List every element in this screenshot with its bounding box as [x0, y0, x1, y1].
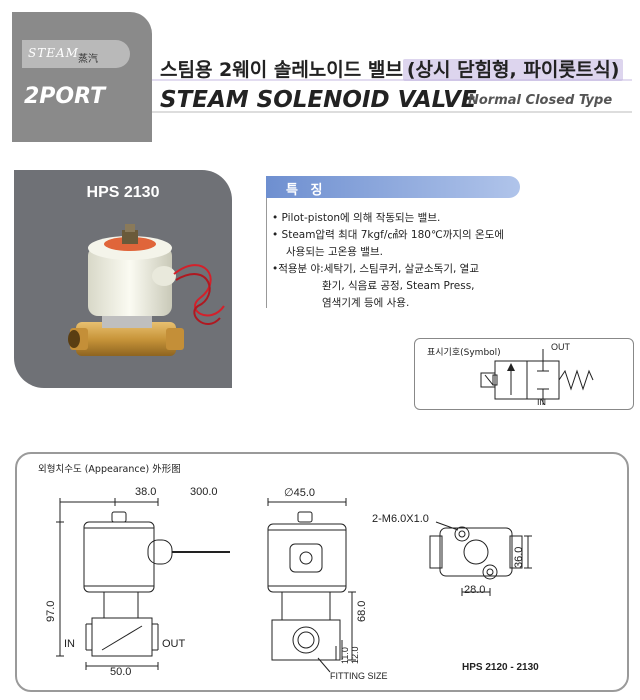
header-tag-block	[12, 12, 152, 142]
english-title: STEAM SOLENOID VALVE	[160, 87, 477, 113]
feature-item: 염색기계 등에 사용.	[322, 297, 410, 309]
port-label: 2PORT	[24, 84, 106, 109]
korean-title: 스팀용 2웨이 솔레노이드 밸브(상시 닫힘형, 파이롯트식)	[160, 55, 624, 82]
dim-11: 11.0	[340, 647, 350, 664]
symbol-label: 표시기호(Symbol)	[427, 348, 501, 358]
drawing-title: 외형치수도 (Appearance) 外形图	[38, 464, 181, 475]
dim-36: 36.0	[513, 546, 525, 568]
valve-photo-illustration	[68, 224, 225, 356]
dim-28: 28.0	[464, 584, 486, 596]
feature-item: •적용분 야:세탁기, 스팀쿠커, 살균소독기, 열교	[272, 263, 479, 275]
feature-item: • Pilot-piston에 의해 작동되는 밸브.	[272, 212, 441, 224]
fitting-size-label: FITTING SIZE	[330, 671, 388, 681]
features-list: • Pilot-piston에 의해 작동되는 밸브. • Steam압력 최대…	[272, 210, 572, 312]
dim-300: 300.0	[190, 486, 218, 498]
symbol-box: 표시기호(Symbol) OUT IN	[414, 338, 634, 410]
steam-cn-label: 蒸汽	[78, 54, 98, 65]
technical-drawing	[56, 498, 532, 673]
dim-50: 50.0	[110, 666, 132, 678]
features-heading: 특 징	[286, 183, 327, 198]
product-model: HPS 2130	[86, 184, 160, 201]
dim-m6: 2-M6.0X1.0	[372, 513, 429, 525]
korean-title-paren: (상시 닫힘형, 파이롯트식)	[402, 59, 624, 81]
features-heading-bar: 특 징	[266, 176, 520, 198]
header-rules	[152, 79, 632, 113]
feature-item: 환기, 식음료 공정, Steam Press,	[322, 280, 475, 292]
dim-phi45: ∅45.0	[284, 487, 315, 499]
steam-label-pill: STEAM 蒸汽	[22, 40, 130, 68]
valve-symbol-diagram	[480, 349, 594, 405]
drawing-model-code: HPS 2120 - 2130	[462, 662, 539, 673]
product-card: HPS 2130	[14, 170, 232, 388]
symbol-out-label: OUT	[551, 342, 570, 352]
dim-97: 97.0	[45, 600, 57, 622]
dim-68: 68.0	[356, 600, 368, 622]
dim-12: 12.0	[350, 646, 360, 664]
feature-item: • Steam압력 최대 7kgf/㎠와 180℃까지의 온도에	[272, 229, 505, 241]
feature-item: 사용되는 고온용 밸브.	[286, 246, 383, 258]
drawing-frame	[15, 452, 629, 692]
features-rule	[266, 198, 267, 308]
korean-title-main: 스팀용 2웨이 솔레노이드 밸브	[160, 59, 403, 81]
out-port-label: OUT	[162, 638, 186, 650]
steam-en-label: STEAM	[28, 46, 79, 60]
dim-38: 38.0	[135, 486, 157, 498]
in-port-label: IN	[64, 638, 75, 650]
english-subtitle: Normal Closed Type	[468, 93, 613, 108]
symbol-in-label: IN	[537, 397, 546, 407]
